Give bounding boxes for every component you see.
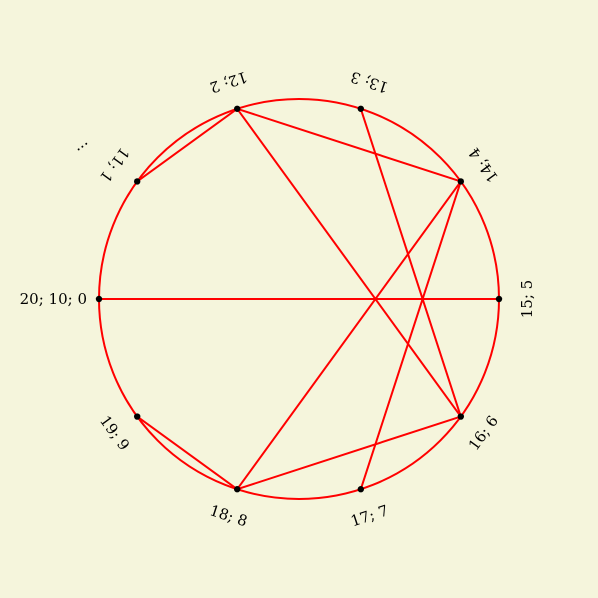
point-p4 (457, 178, 465, 185)
point-p3 (357, 105, 365, 112)
point-label-p7: 17; 7 (348, 501, 390, 530)
chord-group (99, 107, 499, 491)
point-p2 (233, 105, 241, 112)
point-p0 (95, 295, 103, 303)
point-label-p8: 18; 8 (207, 501, 249, 530)
chord-p8-p9 (136, 415, 238, 491)
chord-p4-p8 (236, 180, 462, 490)
chord-p3-p6 (359, 108, 462, 417)
point-label-p6: 16; 6 (465, 412, 502, 454)
point-label-p0: 20; 10; 0 (20, 290, 87, 308)
point-p6 (457, 413, 465, 420)
point-label-p9: 19; 9 (96, 412, 133, 454)
point-label-p4: 14; 4 (465, 144, 502, 186)
ellipsis-label: ... (74, 139, 96, 162)
point-label-p1: 11; 1 (96, 144, 133, 186)
chord-p6-p8 (236, 415, 462, 491)
chord-p4-p7 (359, 181, 462, 490)
point-group (95, 105, 503, 493)
point-p9 (133, 413, 141, 420)
point-label-p3: 13; 3 (348, 68, 390, 97)
point-p1 (133, 178, 141, 185)
point-label-p2: 12; 2 (207, 68, 249, 97)
point-label-p5: 15; 5 (518, 280, 536, 318)
point-p7 (357, 486, 365, 493)
point-p8 (233, 486, 241, 493)
chord-p1-p2 (136, 107, 238, 183)
point-p5 (495, 295, 503, 303)
chord-p2-p6 (236, 108, 462, 418)
chord-p2-p4 (236, 107, 462, 183)
